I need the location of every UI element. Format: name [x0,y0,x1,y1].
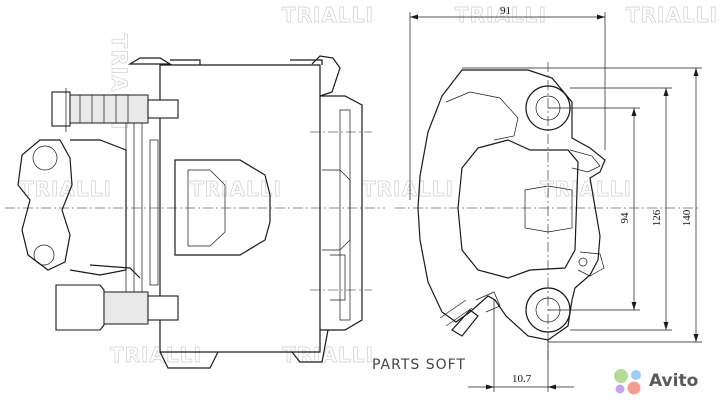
piston-bore [322,169,351,251]
inner-pad-recess [524,185,573,233]
front-view: 91 94 126 140 10.7 [395,5,702,392]
dim-label-outer: 140 [681,209,693,226]
pad-guide-inner [187,169,226,247]
upper-arm [445,91,519,141]
parts-soft-watermark: PARTS SOFT [372,357,466,373]
dim-label-offset: 10.7 [512,373,532,385]
avito-dot-blue [631,370,641,380]
lug-hole [33,244,55,266]
pin-body [147,99,179,119]
lug-hole [32,145,58,171]
avito-watermark: Avito [612,366,698,396]
upper-tab [569,149,601,173]
watermark-logo: TRIALLI [20,177,112,201]
dim-label-inner: 94 [619,212,631,224]
top-ear [127,57,173,65]
bleed-thread [439,299,473,327]
watermark-logo: TRIALLI [626,3,718,27]
side-view [5,55,385,369]
caliper-outline [417,69,606,341]
top-right-ear [311,55,341,97]
watermark-logo: TRIALLI [540,177,632,201]
piston-housing [320,95,363,331]
pin-bracket [89,264,141,279]
lower-tab [577,251,605,277]
avito-logo-icon [614,369,641,395]
boot-ribs [79,95,129,123]
avito-dot-green [614,369,628,383]
pin-boot [69,94,149,124]
watermark-logo: TRIALLI [110,343,202,367]
lower-bore [330,254,346,301]
housing-body [159,64,321,353]
watermark-group: TRIALLI TRIALLI TRIALLI TRIALLI TRIALLI … [20,3,718,368]
tab-hole [578,257,588,267]
center-window [457,139,579,279]
housing-top-edge [170,59,323,65]
watermark-logo: TRIALLI [282,3,374,27]
watermark-logo: TRIALLI [455,3,547,27]
avito-wordmark: Avito [649,371,699,391]
housing-foot [159,351,219,369]
bleed-cap [475,291,501,313]
mounting-lug [17,139,73,271]
bracket-edge [125,99,160,321]
pin-head [55,284,105,331]
watermark-logo: TRIALLI [282,343,374,367]
pin-body [147,295,179,321]
pin-boot [103,291,149,325]
dim-label-mid: 126 [651,209,663,226]
watermark-logo: TRIALLI [362,177,454,201]
bleed-nipple [451,309,479,337]
avito-dot-red [627,381,641,395]
housing-foot [291,329,329,363]
pin-head [51,91,71,127]
bracket-slot [149,139,159,286]
dim-label-width: 91 [500,5,511,17]
pad-guide [174,159,271,256]
avito-dot-purple [615,384,625,394]
lug-arm [69,139,127,276]
slider-pin-bottom [55,264,179,331]
slider-pin-top [51,88,179,132]
